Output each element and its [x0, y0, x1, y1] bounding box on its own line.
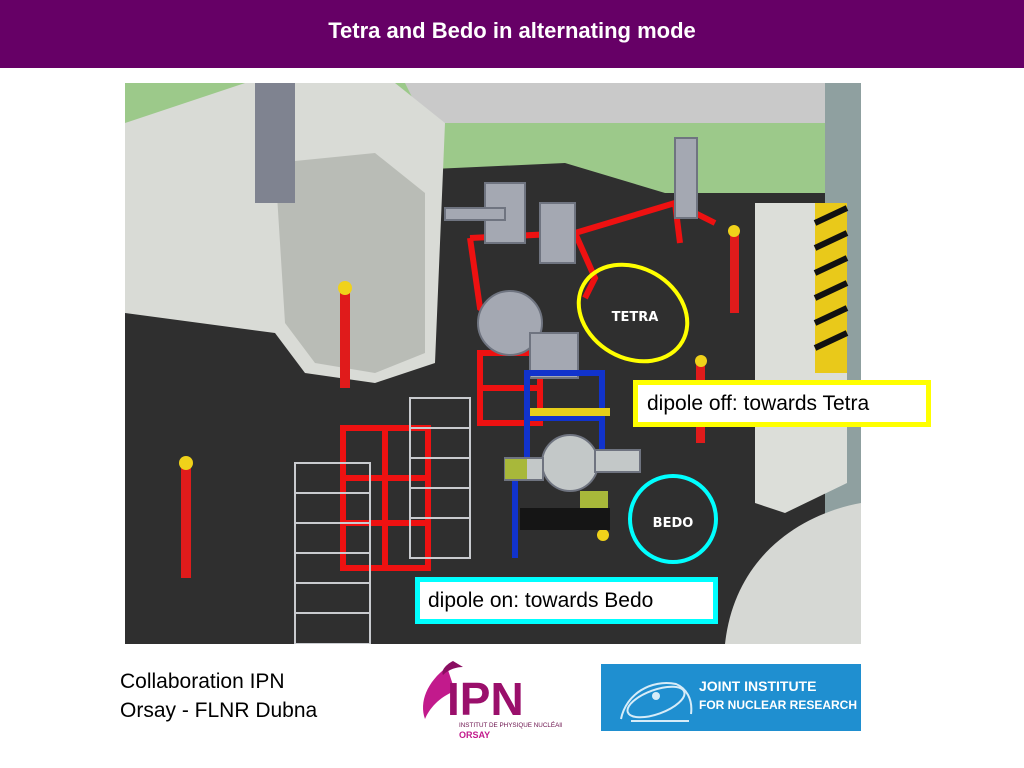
shielding-inner	[275, 153, 425, 373]
jinr-emblem-core	[652, 692, 660, 700]
hazard-stripe-lines	[813, 205, 849, 351]
jinr-line-1: JOINT INSTITUTE	[699, 678, 816, 694]
title-bar: Tetra and Bedo in alternating mode	[0, 0, 1024, 68]
ipn-logo-graphic: IPN INSTITUT DE PHYSIQUE NUCLÉAIRE ORSAY	[423, 661, 570, 740]
ipn-subtitle: INSTITUT DE PHYSIQUE NUCLÉAIRE	[459, 720, 562, 729]
bedo-ring	[628, 474, 718, 564]
callout-bedo: dipole on: towards Bedo	[415, 577, 718, 624]
bedo-ring-label: BEDO	[653, 516, 694, 531]
jinr-logo-graphic: JOINT INSTITUTE FOR NUCLEAR RESEARCH	[601, 664, 861, 731]
beam-pipe-vertical	[255, 83, 295, 203]
ipn-mark: IPN	[447, 673, 524, 725]
tetra-ring	[576, 262, 690, 364]
ipn-swoosh	[423, 667, 455, 719]
tetra-ring-label: TETRA	[612, 310, 659, 325]
callout-tetra: dipole off: towards Tetra	[633, 380, 931, 427]
back-wall-top	[405, 83, 861, 123]
callout-tetra-text: dipole off: towards Tetra	[647, 391, 870, 415]
ipn-swoosh-top	[442, 661, 463, 675]
collaboration-line-1: Collaboration IPN	[120, 670, 285, 693]
collaboration-text: Collaboration IPN Orsay - FLNR Dubna	[120, 667, 317, 725]
ipn-logo: IPN INSTITUT DE PHYSIQUE NUCLÉAIRE ORSAY	[417, 657, 570, 747]
collaboration-line-2: Orsay - FLNR Dubna	[120, 699, 318, 722]
jinr-line-2: FOR NUCLEAR RESEARCH	[699, 698, 857, 712]
ipn-city: ORSAY	[459, 730, 490, 740]
jinr-background	[601, 664, 861, 731]
jinr-emblem	[620, 682, 693, 722]
yellow-rail	[530, 408, 610, 416]
experimental-setup-render: TETRA BEDO	[125, 83, 861, 644]
callout-bedo-text: dipole on: towards Bedo	[428, 588, 654, 612]
tetra-vacuum-chambers	[444, 137, 698, 379]
slide-title: Tetra and Bedo in alternating mode	[328, 18, 696, 43]
jinr-logo: JOINT INSTITUTE FOR NUCLEAR RESEARCH	[601, 664, 861, 731]
post-caps	[179, 225, 740, 541]
bedo-base	[520, 508, 610, 530]
setup-illustration: TETRA BEDO	[125, 83, 861, 644]
safety-cages	[294, 397, 471, 644]
dipole-magnet-housing	[725, 503, 861, 644]
